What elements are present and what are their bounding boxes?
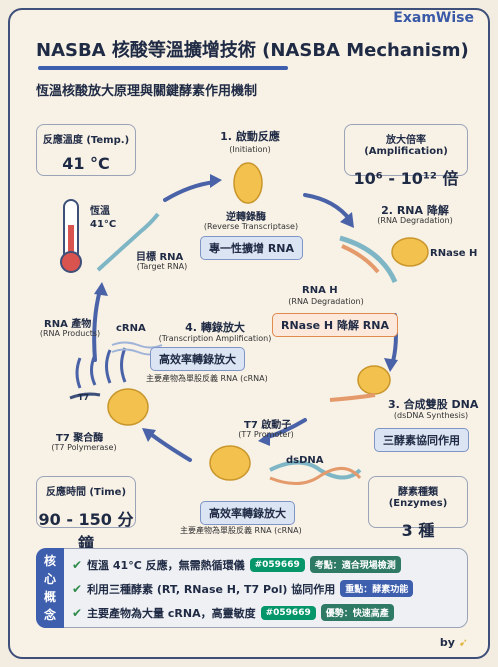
check-icon: ✔ xyxy=(72,581,83,596)
t7-promoter-en: (T7 Promoter) xyxy=(238,430,294,439)
time-value: 90 - 150 分鐘 xyxy=(38,510,134,553)
banana-icon: ➹ xyxy=(458,636,468,649)
step2-sub: (RNA Degradation) xyxy=(377,216,453,225)
step4-tag: 高效率轉錄放大 xyxy=(150,347,245,371)
core-side-char-4: 念 xyxy=(43,608,56,622)
step2-tag: RNase H 降解 RNA xyxy=(272,313,398,337)
step3-note2: 主要產物為單股反義 RNA (cRNA) xyxy=(180,526,302,535)
step1-title: 1. 啟動反應 xyxy=(220,130,280,143)
target-rna-en: (Target RNA) xyxy=(136,262,188,271)
step3-sub: (dsDNA Synthesis) xyxy=(393,411,469,420)
target-rna-label: 目標 RNA xyxy=(136,252,184,263)
step3-tag: 三酵素協同作用 xyxy=(374,428,469,452)
brand-logo: ExamWise xyxy=(393,10,474,26)
core-row-1: ✔ 恆溫 41°C 反應，無需熱循環儀 #059669 考點：適合現場檢測 xyxy=(72,556,401,573)
thermo-label: 恆溫 41°C xyxy=(90,206,117,230)
step4-title: 4. 轉錄放大 xyxy=(185,321,245,334)
amp-value: 10⁶ - 10¹² 倍 xyxy=(353,169,459,188)
rna-h-mid-sub: (RNA Degradation) xyxy=(288,297,364,306)
enzymes-value: 3 種 xyxy=(401,521,435,540)
page-title: NASBA 核酸等溫擴增技術 (NASBA Mechanism) xyxy=(36,40,469,61)
check-icon: ✔ xyxy=(72,605,83,620)
by-text: by xyxy=(439,636,455,649)
time-label: 反應時間 (Time) xyxy=(45,487,127,498)
core-row-1-text: 恆溫 41°C 反應，無需熱循環儀 xyxy=(87,558,245,572)
core-row-2-text: 利用三種酵素 (RT, RNase H, T7 Pol) 協同作用 xyxy=(87,582,336,596)
step1-enzyme-en: (Reverse Transcriptase) xyxy=(203,222,299,231)
core-row-1-pill1: #059669 xyxy=(249,557,305,572)
core-row-1-pill2: 考點：適合現場檢測 xyxy=(309,556,401,573)
step2-title: 2. RNA 降解 xyxy=(381,204,449,217)
step4-note: 主要產物為單股反義 RNA (cRNA) xyxy=(146,374,268,383)
core-row-2-pill2: 重點：酵素功能 xyxy=(340,580,414,597)
enzymes-box: 酵素種類 (Enzymes) 3 種 xyxy=(368,476,468,540)
crna-label: cRNA xyxy=(116,323,146,334)
step3-tag2: 高效率轉錄放大 xyxy=(200,501,295,525)
temp-label: 反應溫度 (Temp.) xyxy=(42,135,130,146)
step1-sub: (Initiation) xyxy=(229,145,271,154)
time-box: 反應時間 (Time) 90 - 150 分鐘 xyxy=(36,476,136,553)
rna-products-en: (RNA Products) xyxy=(39,329,101,338)
core-row-2: ✔ 利用三種酵素 (RT, RNase H, T7 Pol) 協同作用 重點：酵… xyxy=(72,580,414,597)
core-concepts-side: 核 心 概 念 xyxy=(36,548,64,628)
enzymes-label: 酵素種類 (Enzymes) xyxy=(388,487,448,509)
core-row-3-text: 主要產物為大量 cRNA，高靈敏度 xyxy=(87,606,256,620)
step1-enzyme: 逆轉錄酶 xyxy=(226,212,266,223)
core-row-3: ✔ 主要產物為大量 cRNA，高靈敏度 #059669 優勢：快速高產 xyxy=(72,604,394,621)
temp-value: 41 °C xyxy=(62,154,110,173)
temp-box: 反應溫度 (Temp.) 41 °C xyxy=(36,124,136,176)
page-subtitle: 恆溫核酸放大原理與關鍵酵素作用機制 xyxy=(36,84,258,99)
core-row-3-pill1: #059669 xyxy=(260,605,316,620)
step4-sub: (Transcription Amplification) xyxy=(158,334,272,343)
amp-box: 放大倍率 (Amplification) 10⁶ - 10¹² 倍 xyxy=(344,124,468,188)
rna-products-label: RNA 產物 xyxy=(44,319,92,330)
core-side-char-3: 概 xyxy=(43,590,56,604)
rna-h-mid-label: RNA H xyxy=(302,285,338,296)
t7-mark: T7 xyxy=(78,393,90,402)
core-side-char-2: 心 xyxy=(43,572,56,586)
amp-label: 放大倍率 (Amplification) xyxy=(364,135,448,157)
by-label: by ➹ xyxy=(440,636,468,649)
step3-title: 3. 合成雙股 DNA xyxy=(388,398,479,411)
t7-polymerase-en: (T7 Polymerase) xyxy=(51,443,117,452)
dsdna-label: dsDNA xyxy=(286,455,324,466)
t7-polymerase-label: T7 聚合酶 xyxy=(56,433,104,444)
core-side-char-1: 核 xyxy=(43,554,56,568)
title-underline xyxy=(38,66,288,70)
check-icon: ✔ xyxy=(72,557,83,572)
rnase-h-label: RNase H xyxy=(430,248,478,259)
core-row-3-pill2: 優勢：快速高產 xyxy=(320,604,394,621)
step1-tag: 專一性擴增 RNA xyxy=(200,236,304,260)
t7-promoter-label: T7 啟動子 xyxy=(244,420,292,431)
